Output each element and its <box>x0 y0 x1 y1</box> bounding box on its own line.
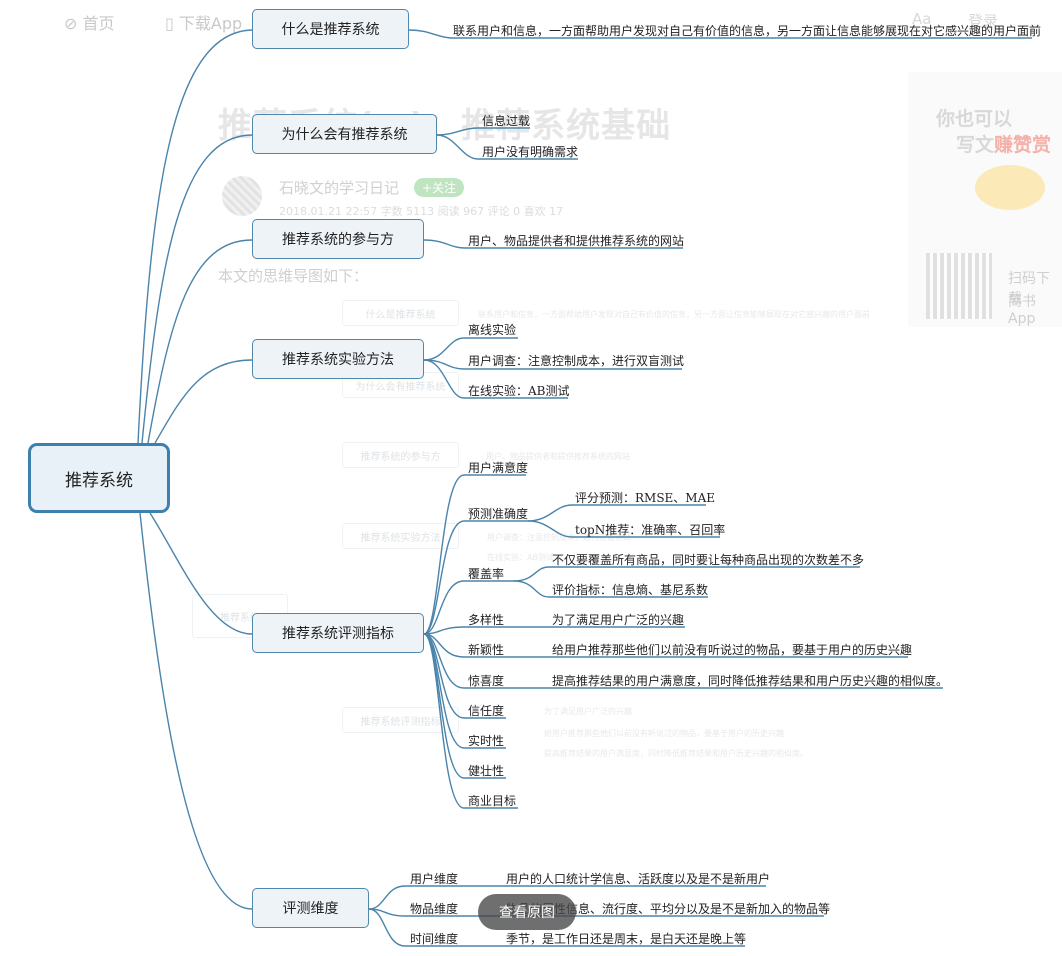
link-accuracy-1 <box>527 504 706 522</box>
coins-illustration <box>975 165 1045 210</box>
link-metrics-coverage <box>423 580 514 635</box>
branch-parties: 推荐系统的参与方 <box>252 219 424 259</box>
link-root-dims <box>139 512 253 910</box>
article-intro: 本文的思维导图如下： <box>218 267 369 285</box>
dim-user: 用户维度 <box>410 872 459 886</box>
link-metrics-satisfaction <box>423 474 526 635</box>
metric-trust: 信任度 <box>468 704 505 718</box>
ghost-branch-metrics: 推荐系统评测指标 <box>342 707 459 733</box>
method-online: 在线实验：AB测试 <box>468 384 570 398</box>
view-original-button[interactable]: 查看原图 <box>478 894 576 930</box>
link-metrics-diversity <box>423 626 514 635</box>
mindmap-root: 推荐系统 <box>28 443 170 513</box>
why-info-overload: 信息过载 <box>482 114 531 128</box>
link-coverage-1 <box>513 566 860 582</box>
link-why-1 <box>436 127 530 136</box>
phone-icon: ▯ <box>165 14 174 33</box>
link-what-item <box>408 29 1032 39</box>
link-methods-2 <box>423 359 682 370</box>
method-offline: 离线实验 <box>468 323 517 337</box>
ghost-branch-methods: 推荐系统实验方法 <box>342 523 459 549</box>
ghost-text-diversity: 为了满足用户广泛的兴趣 <box>544 707 632 716</box>
link-dims-user <box>368 885 766 910</box>
link-methods-1 <box>423 337 518 361</box>
branch-dimensions: 评测维度 <box>252 888 369 928</box>
link-dims-item <box>368 908 824 917</box>
follow-button[interactable]: +关注 <box>414 178 465 197</box>
metric-novelty: 新颖性 <box>468 643 505 657</box>
ghost-text-novelty: 给用户推荐那些他们以前没有听说过的物品，要基于用户的历史兴趣 <box>544 729 784 738</box>
metric-diversity: 多样性 <box>468 613 505 627</box>
metric-coverage: 覆盖率 <box>468 567 505 581</box>
link-metrics-accuracy <box>423 520 528 635</box>
what-definition: 联系用户和信息，一方面帮助用户发现对自己有价值的信息，另一方面让信息能够展现在对… <box>453 24 1042 38</box>
author-name[interactable]: 石晓文的学习日记 <box>279 179 400 197</box>
dim-time-desc: 季节，是工作日还是周末，是白天还是晚上等 <box>506 932 747 946</box>
link-root-what <box>137 29 253 444</box>
metric-satisfaction: 用户满意度 <box>468 461 529 475</box>
branch-metrics: 推荐系统评测指标 <box>252 613 424 653</box>
ad-line2: 写文赚赞赏 <box>956 130 1051 157</box>
ad-line2a: 写文 <box>956 134 995 156</box>
link-root-methods <box>154 359 253 444</box>
avatar[interactable] <box>222 176 262 216</box>
link-metrics-business <box>423 633 518 809</box>
novelty-desc: 给用户推荐那些他们以前没有听说过的物品，要基于用户的历史兴趣 <box>552 643 913 657</box>
compass-icon: ⊘ <box>64 14 78 33</box>
link-root-parties <box>147 239 253 444</box>
metric-realtime: 实时性 <box>468 734 505 748</box>
dim-item-desc: 物品的属性信息、流行度、平均分以及是不是新加入的物品等 <box>506 902 831 916</box>
branch-methods: 推荐系统实验方法 <box>252 339 424 379</box>
accuracy-rating: 评分预测：RMSE、MAE <box>575 491 716 505</box>
link-why-2 <box>436 134 578 160</box>
ad-line1: 你也可以 <box>936 108 1013 130</box>
ad-line2b: 赚赞赏 <box>994 134 1052 156</box>
font-size-button[interactable]: Aa <box>912 10 932 28</box>
coverage-eval: 评价指标：信息熵、基尼系数 <box>552 583 709 597</box>
branch-why: 为什么会有推荐系统 <box>252 114 437 154</box>
ghost-text-what: 联系用户和信息，一方面帮助用户发现对自己有价值的信息，另一方面让信息能够展现在对… <box>478 310 870 319</box>
link-root-metrics <box>149 512 253 635</box>
link-root-why <box>141 134 253 444</box>
link-methods-3 <box>423 359 568 399</box>
qr-caption-2: 简书 App <box>1008 294 1036 327</box>
dim-user-desc: 用户的人口统计学信息、活跃度以及是不是新用户 <box>506 872 771 886</box>
metric-robustness: 健壮性 <box>468 764 505 778</box>
ghost-branch-what: 什么是推荐系统 <box>342 300 459 326</box>
dim-item: 物品维度 <box>410 902 459 916</box>
qr-code-image <box>926 253 992 319</box>
link-accuracy-2 <box>527 520 720 538</box>
link-dims-time <box>368 908 745 947</box>
article-meta: 2018.01.21 22:57 字数 5113 阅读 967 评论 0 喜欢 … <box>279 205 564 218</box>
ghost-text-parties: 用户、物品提供者和提供推荐系统的网站 <box>486 452 630 461</box>
nav-home[interactable]: ⊘ 首页 <box>64 10 115 34</box>
link-parties-item <box>423 239 683 249</box>
dim-time: 时间维度 <box>410 932 459 946</box>
link-coverage-2 <box>513 580 708 598</box>
ghost-text-online: 在线实验：AB测试 <box>487 553 554 562</box>
accuracy-topn: topN推荐：准确率、召回率 <box>575 523 726 537</box>
metric-accuracy: 预测准确度 <box>468 507 529 521</box>
parties-item: 用户、物品提供者和提供推荐系统的网站 <box>468 234 685 248</box>
diversity-desc: 为了满足用户广泛的兴趣 <box>552 613 685 627</box>
metric-business: 商业目标 <box>468 794 517 808</box>
nav-download-app[interactable]: ▯ 下载App <box>165 10 242 34</box>
coverage-desc: 不仅要覆盖所有商品，同时要让每种商品出现的次数差不多 <box>552 553 865 567</box>
login-link[interactable]: 登录 <box>968 12 999 30</box>
serendipity-desc: 提高推荐结果的用户满意度，同时降低推荐结果和用户历史兴趣的相似度。 <box>552 674 949 688</box>
qr-caption-1: 扫码下载 <box>1008 271 1050 307</box>
nav-home-label: 首页 <box>82 14 115 33</box>
method-survey: 用户调查：注意控制成本，进行双盲测试 <box>468 354 685 368</box>
why-no-clear-need: 用户没有明确需求 <box>482 145 579 159</box>
ghost-text-serendipity: 提高推荐结果的用户满意度，同时降低推荐结果和用户历史兴趣的相似度。 <box>544 749 808 758</box>
branch-what-is: 什么是推荐系统 <box>252 9 409 49</box>
ghost-text-survey: 用户调查：注意控制成本，进行双盲测试 <box>487 533 631 542</box>
nav-download-label: 下载App <box>178 14 243 33</box>
metric-serendipity: 惊喜度 <box>468 674 505 688</box>
ghost-branch-parties: 推荐系统的参与方 <box>342 442 459 468</box>
